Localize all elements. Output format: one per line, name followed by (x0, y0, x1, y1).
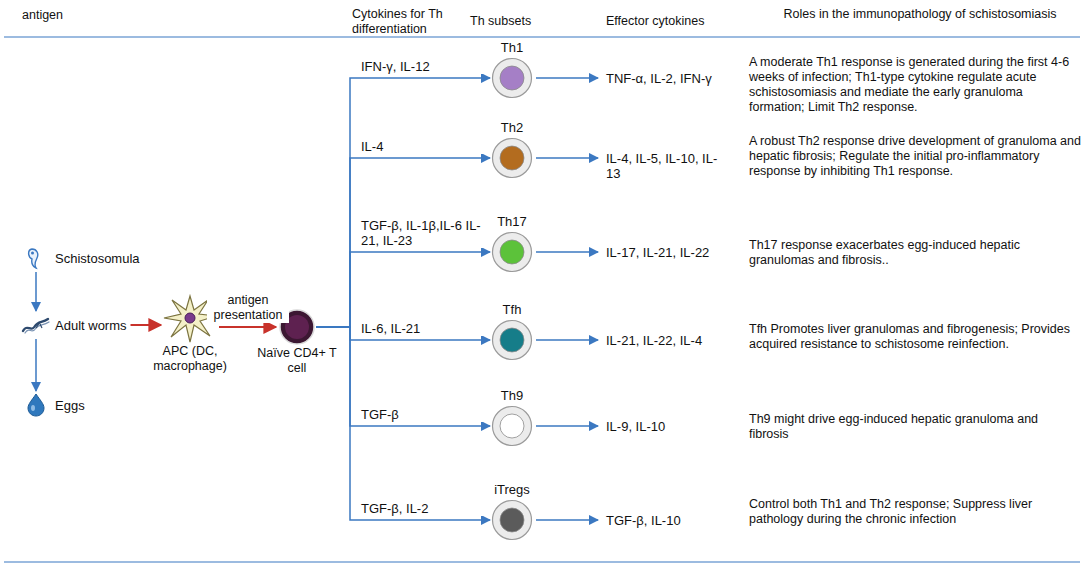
th-cell-icon (491, 137, 533, 179)
stage-name: Eggs (55, 398, 85, 413)
stage-name: Schistosomula (55, 251, 140, 266)
column-header: Effector cytokines (606, 14, 746, 29)
antigen-arrow (131, 324, 162, 326)
effector-cytokines: IL-17, IL-21, IL-22 (606, 245, 746, 260)
th-cell-icon (491, 319, 533, 361)
th-cell-icon (491, 231, 533, 273)
edge-label: antigen presentation (207, 293, 289, 323)
role-note: Th17 response exacerbates egg-induced he… (749, 238, 1081, 268)
subset-name: Th9 (501, 388, 523, 404)
schistosomula-icon (21, 246, 51, 270)
antigen-stage: Eggs (21, 393, 85, 417)
th-cell-icon (491, 57, 533, 99)
th-cell-icon (491, 405, 533, 447)
th-subset-circle: Tfh (480, 302, 544, 361)
role-note: A moderate Th1 response is generated dur… (749, 55, 1081, 115)
adult-worms-icon (21, 313, 51, 337)
th-subset-circle: iTregs (480, 482, 544, 541)
header-rule (4, 36, 1080, 37)
edge-label: TGF-β, IL-2 (360, 501, 487, 516)
effector-cytokines: IL-21, IL-22, IL-4 (606, 333, 746, 348)
role-note: Tfh Promotes liver granulomas and fibrog… (749, 322, 1081, 352)
egg-icon (21, 393, 51, 417)
antigen-stage: Adult worms (21, 313, 127, 337)
differentiation-arrow (316, 327, 490, 520)
column-header: Cytokines for Th differentiation (352, 7, 472, 37)
subset-name: Tfh (503, 302, 522, 318)
th-subset-circle: Th9 (480, 388, 544, 447)
edge-label: IL-4 (360, 139, 487, 154)
edge-label: IL-6, IL-21 (360, 321, 487, 336)
edge-label: TGF-β, IL-1β,IL-6 IL-21, IL-23 (360, 218, 487, 248)
antigen-stage: Schistosomula (21, 246, 140, 270)
column-header: Roles in the immunopathology of schistos… (780, 7, 1060, 22)
differentiation-arrow (35, 339, 37, 391)
cell-label: Naïve CD4+ T cell (255, 346, 339, 376)
differentiation-arrow (316, 327, 490, 426)
th-cell-icon (491, 499, 533, 541)
th-subset-circle: Th17 (480, 214, 544, 273)
effector-cytokines: IL-4, IL-5, IL-10, IL-13 (606, 151, 724, 181)
column-header: Th subsets (470, 14, 560, 29)
subset-name: Th1 (501, 40, 523, 56)
bottom-rule (4, 561, 1080, 562)
subset-name: Th2 (501, 120, 523, 136)
cell-label: APC (DC, macrophage) (135, 344, 245, 374)
effector-cytokines: TGF-β, IL-10 (606, 513, 746, 528)
effector-arrows (536, 78, 598, 520)
differentiation-arrow (35, 272, 37, 311)
differentiation-arrow (316, 158, 490, 327)
differentiation-arrow (316, 78, 490, 327)
column-header: antigen (22, 8, 142, 23)
effector-cytokines: IL-9, IL-10 (606, 419, 746, 434)
subset-name: iTregs (494, 482, 530, 498)
role-note: Control both Th1 and Th2 response; Suppr… (749, 497, 1081, 527)
th-subset-circle: Th1 (480, 40, 544, 99)
effector-cytokines: TNF-α, IL-2, IFN-γ (606, 71, 746, 86)
edge-label: TGF-β (360, 407, 487, 422)
antigen-arrow (219, 326, 276, 328)
role-note: A robust Th2 response drive development … (749, 134, 1081, 179)
differentiation-arrow (316, 252, 490, 327)
stage-name: Adult worms (55, 318, 127, 333)
edge-label: IFN-γ, IL-12 (360, 59, 487, 74)
th-subset-circle: Th2 (480, 120, 544, 179)
subset-name: Th17 (497, 214, 527, 230)
role-note: Th9 might drive egg-induced hepatic gran… (749, 412, 1081, 442)
